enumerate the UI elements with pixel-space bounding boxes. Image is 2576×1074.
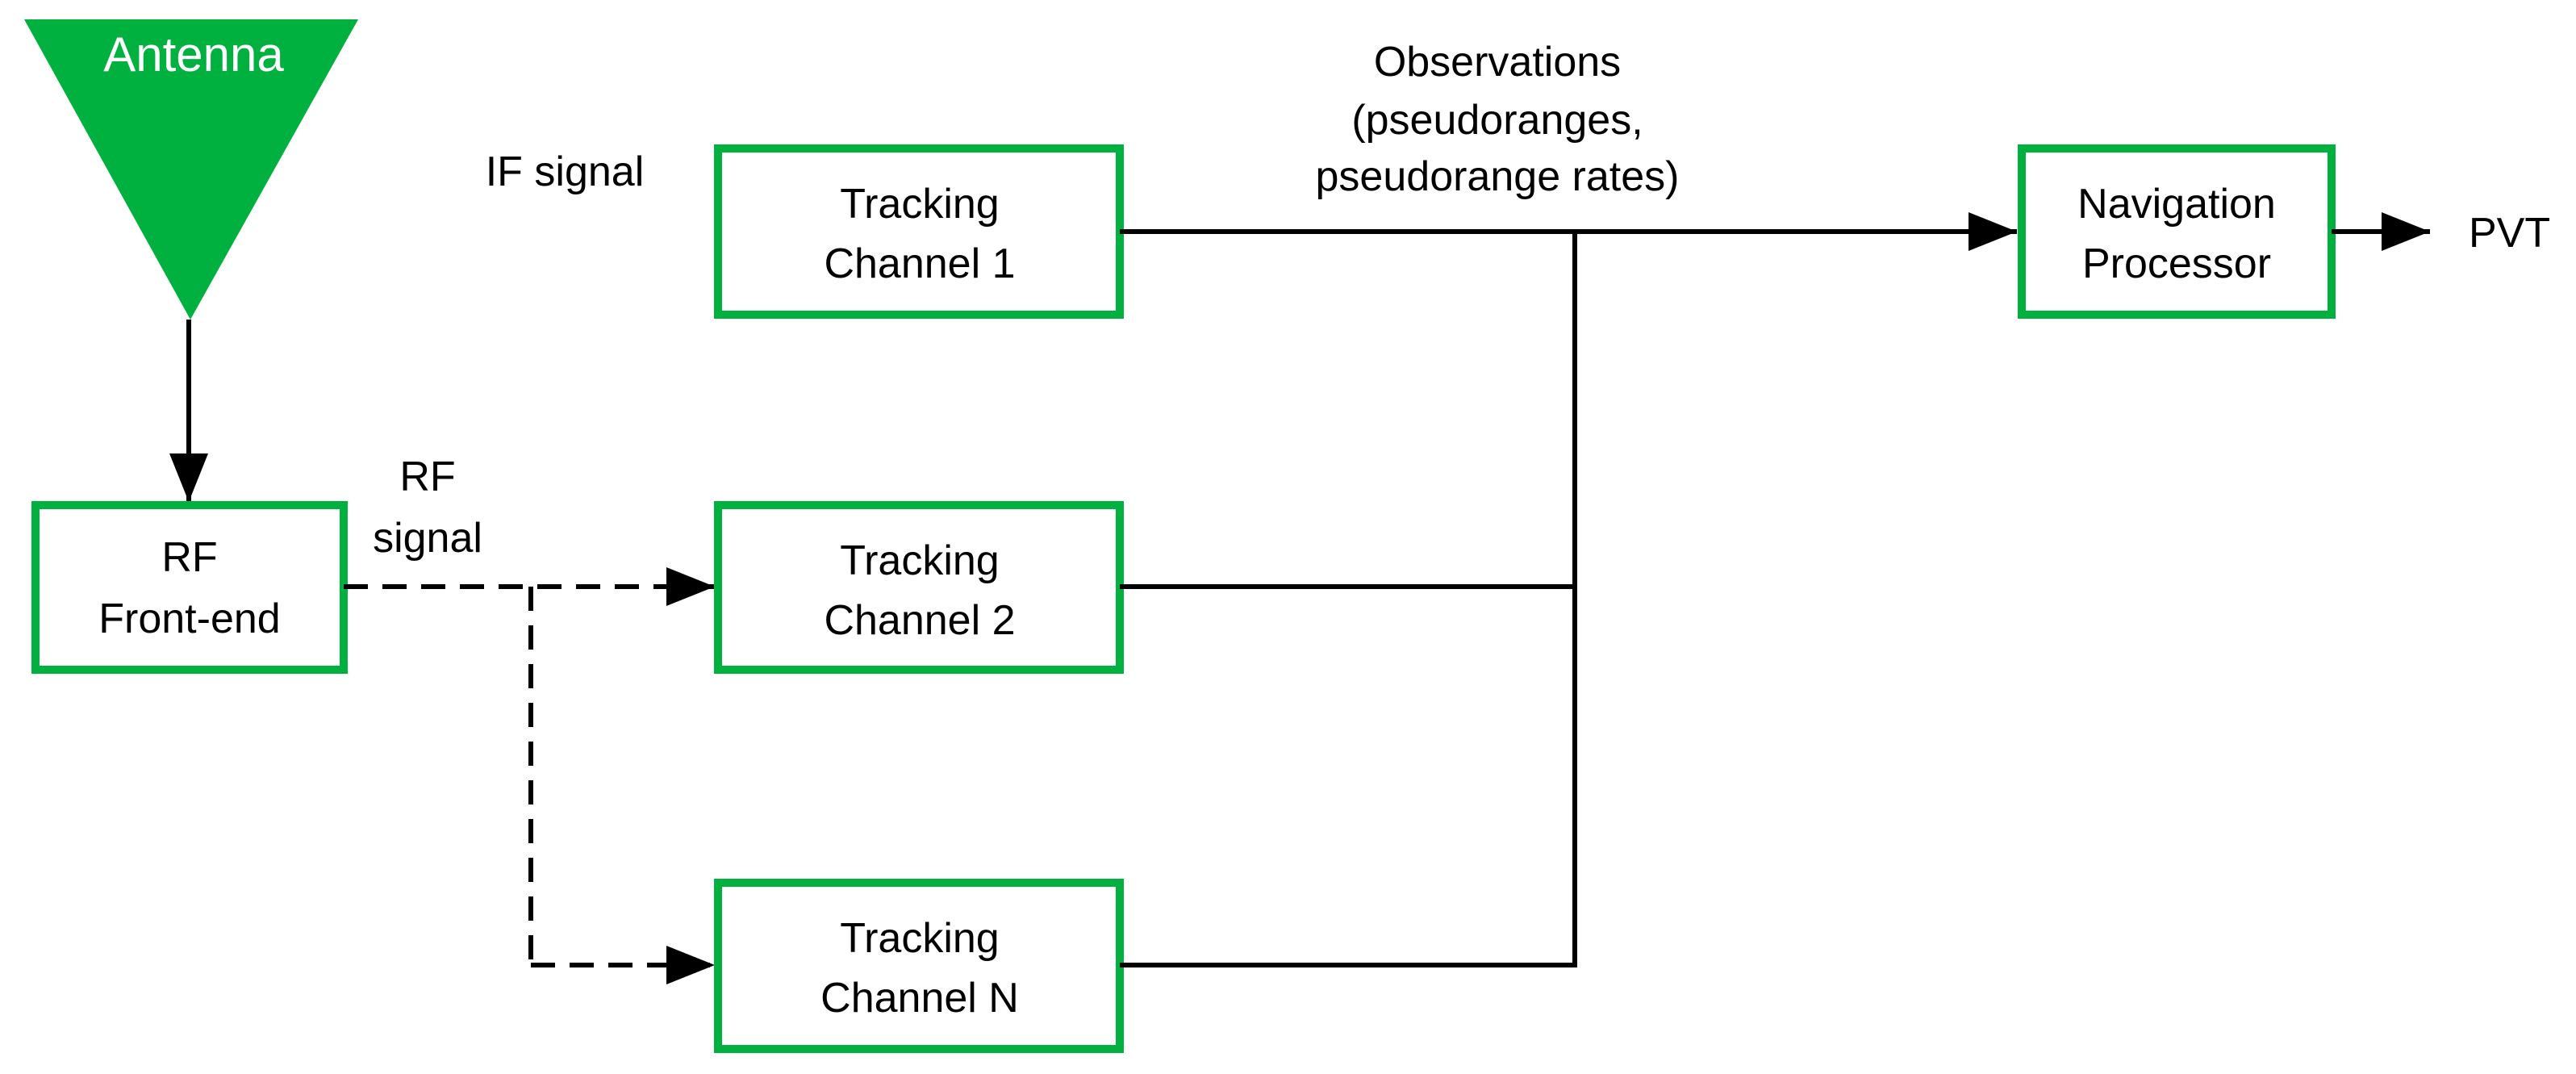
observations-label-line2: (pseudoranges, — [1351, 97, 1643, 144]
tracking-channel-1-label-line2: Channel 1 — [824, 240, 1015, 287]
rf-frontend-label-line1: RF — [161, 534, 217, 581]
tracking-channel-n-block: Tracking Channel N — [714, 879, 1124, 1053]
navigation-processor-block: Navigation Processor — [2018, 144, 2336, 319]
antenna-label: Antenna — [103, 27, 284, 81]
if-signal-label: IF signal — [486, 148, 645, 195]
observations-label-line3: pseudorange rates) — [1316, 153, 1680, 200]
rf-distribution-lines — [344, 567, 715, 984]
navigation-processor-label-line1: Navigation — [2077, 181, 2276, 228]
tracking-channel-1-box — [714, 144, 1124, 319]
rf-signal-label-line2: signal — [373, 515, 482, 562]
tracking-channel-1-block: Tracking Channel 1 — [714, 144, 1124, 319]
rf-frontend-box — [31, 501, 348, 674]
observations-label-line1: Observations — [1374, 39, 1621, 86]
pvt-output-label: PVT — [2469, 210, 2550, 257]
rf-frontend-label-line2: Front-end — [98, 596, 280, 642]
tracking-channel-n-box — [714, 879, 1124, 1053]
tracking-channel-2-label-line2: Channel 2 — [824, 597, 1015, 644]
navigation-processor-label-line2: Processor — [2082, 240, 2271, 287]
tracking-channel-2-box — [714, 501, 1124, 674]
tracking-channel-1-label-line1: Tracking — [840, 181, 999, 228]
tracking-channel-n-label-line1: Tracking — [840, 915, 999, 962]
tracking-channel-n-label-line2: Channel N — [820, 975, 1019, 1022]
channel-output-lines — [1120, 212, 2017, 967]
rf-signal-label-line1: RF — [399, 453, 455, 500]
navigation-processor-box — [2018, 144, 2336, 319]
rf-frontend-block: RF Front-end — [31, 501, 348, 674]
tracking-channel-2-label-line1: Tracking — [840, 537, 999, 584]
antenna-triangle-icon — [24, 19, 358, 320]
tracking-channel-2-block: Tracking Channel 2 — [714, 501, 1124, 674]
antenna: Antenna — [24, 19, 358, 320]
